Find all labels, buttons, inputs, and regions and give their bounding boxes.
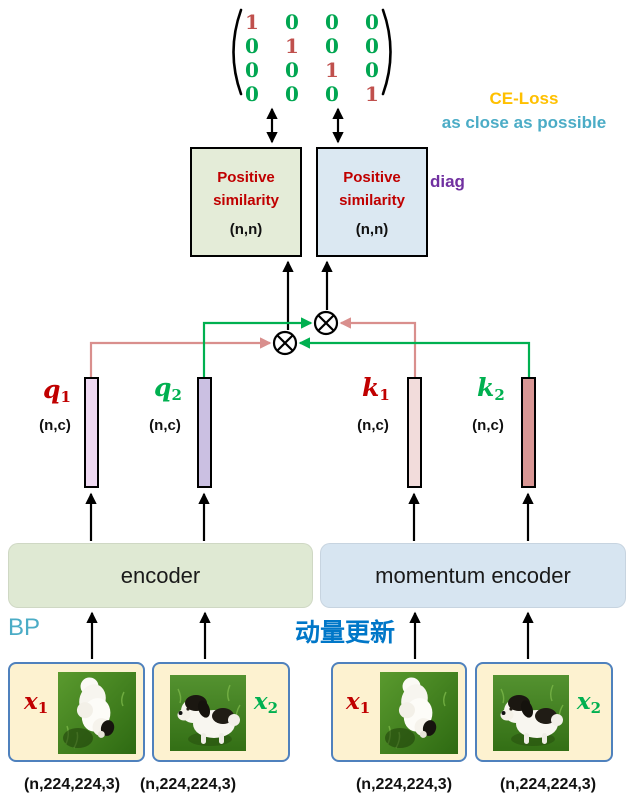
- momentum-update-label: 动量更新: [295, 618, 396, 647]
- feature-bar-q1: [84, 377, 99, 488]
- matrix-cell: 0: [285, 58, 299, 82]
- circled-times-icon-lower: [272, 330, 298, 356]
- matrix-cell: 0: [365, 10, 379, 34]
- input-image-box-x1-left: x1: [8, 662, 145, 762]
- momentum-encoder-box: momentum encoder: [320, 543, 626, 608]
- matrix-cell: 0: [245, 58, 259, 82]
- dog-photo-side-view: [170, 675, 246, 751]
- matrix-cell: 0: [285, 82, 299, 106]
- as-close-as-possible-label: as close as possible: [441, 113, 607, 132]
- input-dims-label: (n,224,224,3): [355, 776, 453, 793]
- dog-photo-side-view: [493, 675, 569, 751]
- matrix-cell: 0: [365, 58, 379, 82]
- similarity-title: Positive similarity: [213, 168, 279, 209]
- input-image-box-x2-right: x2: [475, 662, 613, 762]
- ce-loss-label: CE-Loss: [489, 89, 559, 108]
- dog-photo-top-view: [380, 672, 458, 754]
- momentum-encoder-label: momentum encoder: [375, 562, 571, 588]
- k1-label: k1: [362, 373, 390, 404]
- input-image-box-x1-right: x1: [331, 662, 467, 762]
- similarity-shape: (n,n): [355, 221, 389, 239]
- diag-label: diag: [430, 172, 465, 191]
- input-dims-label: (n,224,224,3): [499, 776, 597, 793]
- x2-label: x2: [253, 688, 278, 717]
- identity-matrix: 1 0 0 0 0 1 0 0 0 0 1 0 0 0 0 1: [232, 10, 392, 106]
- backprop-label: BP: [8, 614, 41, 641]
- input-dims-label: (n,224,224,3): [139, 776, 237, 793]
- route-k2-to-multiply: [298, 337, 531, 377]
- similarity-title: Positive similarity: [339, 168, 405, 209]
- similarity-shape: (n,n): [229, 221, 263, 239]
- encoder-box: encoder: [8, 543, 313, 608]
- matrix-cell: 0: [245, 34, 259, 58]
- matrix-cell: 1: [325, 58, 339, 82]
- q1-shape-label: (n,c): [39, 417, 71, 434]
- matrix-cell: 0: [325, 34, 339, 58]
- q2-shape-label: (n,c): [149, 417, 181, 434]
- dog-photo-top-view: [58, 672, 136, 754]
- matrix-cell: 0: [325, 10, 339, 34]
- circled-times-icon-upper: [313, 310, 339, 336]
- route-k1-to-multiply: [339, 317, 417, 377]
- k2-label: k2: [477, 373, 505, 404]
- input-image-box-x2-left: x2: [152, 662, 290, 762]
- feature-bar-q2: [197, 377, 212, 488]
- route-q1-to-multiply: [89, 337, 272, 377]
- k1-shape-label: (n,c): [357, 417, 389, 434]
- matrix-cell: 0: [325, 82, 339, 106]
- q2-label: q2: [154, 373, 182, 404]
- matrix-cell: 0: [245, 82, 259, 106]
- route-q2-to-multiply: [202, 317, 313, 377]
- matrix-cell: 0: [365, 34, 379, 58]
- x1-label: x1: [346, 688, 371, 717]
- k2-shape-label: (n,c): [472, 417, 504, 434]
- q1-label: q1: [43, 375, 71, 406]
- encoder-label: encoder: [120, 562, 201, 588]
- matrix-cell: 1: [245, 10, 259, 34]
- x2-label: x2: [576, 688, 601, 717]
- matrix-cell: 1: [285, 34, 299, 58]
- input-dims-label: (n,224,224,3): [23, 776, 121, 793]
- positive-similarity-box-right: Positive similarity (n,n): [316, 147, 428, 257]
- positive-similarity-box-left: Positive similarity (n,n): [190, 147, 302, 257]
- x1-label: x1: [24, 688, 49, 717]
- feature-bar-k1: [407, 377, 422, 488]
- loss-annotation: CE-Loss as close as possible: [420, 89, 628, 133]
- matrix-cell: 0: [285, 10, 299, 34]
- matrix-cell: 1: [365, 82, 379, 106]
- feature-bar-k2: [521, 377, 536, 488]
